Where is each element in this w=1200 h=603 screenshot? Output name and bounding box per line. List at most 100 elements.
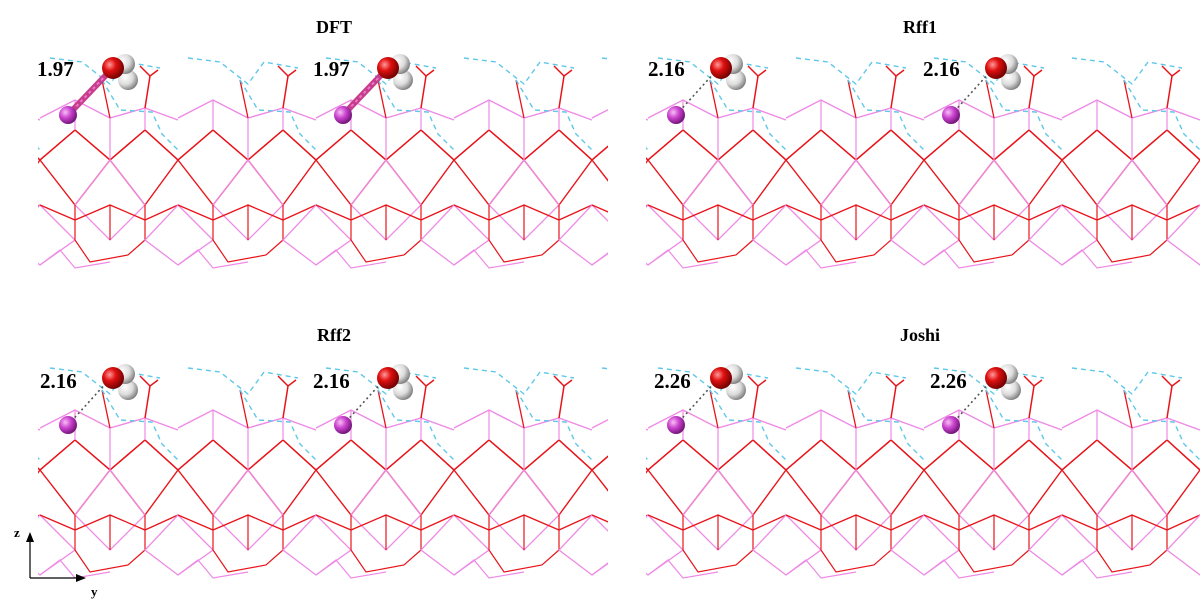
oxygen-bond-row bbox=[38, 157, 41, 161]
metal-bond-row bbox=[591, 108, 608, 119]
adsorbed-water-1 bbox=[59, 364, 138, 434]
unit-cell bbox=[1028, 57, 1200, 269]
hydrogen-atom bbox=[118, 70, 138, 90]
surface-hydroxyl bbox=[709, 389, 719, 429]
oxygen-bond-diamond bbox=[646, 157, 649, 164]
surface-hydroxyl bbox=[1166, 69, 1181, 109]
rff2-distance-label-1: 2.16 bbox=[40, 369, 77, 393]
metal-bond-row bbox=[647, 559, 719, 579]
oxygen-bond-row bbox=[647, 439, 787, 471]
surface-hydroxyl bbox=[1161, 65, 1173, 77]
oxygen-bond-diamond bbox=[177, 439, 249, 517]
hydrogen-atom bbox=[726, 70, 746, 90]
hydrogen-atom bbox=[726, 380, 746, 400]
oxygen-bond-diamond bbox=[247, 129, 317, 207]
oxygen-bond-row bbox=[1061, 129, 1200, 161]
surface-hydroxyl bbox=[1023, 375, 1035, 387]
hydrogen-bond bbox=[325, 367, 437, 395]
oxygen-bond-diamond bbox=[1061, 129, 1133, 207]
metal-bond-diamond bbox=[1166, 514, 1200, 576]
hydrogen-atom bbox=[118, 380, 138, 400]
y-arrowhead bbox=[76, 574, 86, 582]
surface-hydroxyl bbox=[515, 79, 525, 119]
oxygen-bond-row bbox=[0, 550, 7, 572]
joshi-distance-label-1: 2.26 bbox=[654, 369, 691, 393]
oxygen-bond-diamond bbox=[109, 129, 179, 207]
oxygen-bond-diamond bbox=[39, 129, 111, 207]
unit-cell bbox=[890, 367, 1063, 579]
metal-water-bond-highlight bbox=[67, 71, 110, 116]
oxygen-bond-diamond bbox=[646, 467, 649, 474]
oxygen-bond-diamond bbox=[785, 439, 857, 517]
oxygen-bond-row bbox=[591, 145, 608, 161]
unit-cell bbox=[646, 57, 787, 269]
oxygen-bond-row bbox=[0, 240, 7, 262]
oxygen-bond-row bbox=[627, 550, 697, 572]
surface-hydroxyl bbox=[282, 379, 297, 419]
oxygen-bond-diamond bbox=[717, 129, 787, 207]
metal-bond-row bbox=[923, 249, 995, 269]
metal-bond-row bbox=[38, 118, 41, 121]
oxygen-bond-diamond bbox=[785, 129, 857, 207]
z-axis-label: z bbox=[14, 525, 20, 540]
crystal-slab bbox=[646, 57, 1200, 269]
surface-hydroxyl bbox=[890, 69, 905, 109]
oxygen-bond-row bbox=[923, 129, 1063, 161]
panels-layer bbox=[0, 54, 1200, 579]
panel-title-dft: DFT bbox=[316, 17, 352, 37]
hydrogen-bond bbox=[657, 57, 769, 85]
unit-cell bbox=[0, 376, 41, 572]
hydrogen-atom bbox=[1001, 70, 1021, 90]
surface-hydroxyl bbox=[747, 65, 759, 77]
surface-hydroxyl bbox=[2, 376, 12, 386]
oxygen-bond-row bbox=[453, 204, 593, 221]
metal-bond-row bbox=[1061, 559, 1133, 579]
unit-cell bbox=[752, 57, 925, 269]
oxygen-bond-diamond bbox=[855, 129, 925, 207]
oxygen-bond-diamond bbox=[315, 439, 387, 517]
oxygen-bond-row bbox=[646, 157, 649, 161]
surface-hydroxyl bbox=[615, 380, 628, 418]
oxygen-bond-diamond bbox=[385, 129, 455, 207]
dft-distance-label-1: 1.97 bbox=[37, 57, 74, 81]
surface-hydroxyl bbox=[572, 390, 580, 428]
surface-hydroxyl bbox=[7, 380, 20, 418]
hydrogen-bond bbox=[239, 389, 317, 461]
oxygen-bond-row bbox=[820, 239, 892, 263]
surface-hydroxyl bbox=[847, 79, 857, 119]
oxygen-atom bbox=[102, 57, 124, 79]
hydrogen-bond bbox=[325, 57, 437, 85]
oxygen-bond-row bbox=[39, 129, 179, 161]
coordinate-axes bbox=[26, 532, 86, 582]
oxygen-bond-row bbox=[488, 239, 560, 263]
panel-title-rff2: Rff2 bbox=[317, 325, 351, 345]
rff2-distance-label-2: 2.16 bbox=[313, 369, 350, 393]
hydrogen-bond bbox=[515, 79, 593, 151]
adsorbed-water-1 bbox=[59, 54, 138, 124]
hydrogen-bond bbox=[985, 79, 1063, 151]
metal-bond-row bbox=[453, 559, 525, 579]
surface-hydroxyl bbox=[2, 66, 12, 76]
metal-bond-row bbox=[177, 249, 249, 269]
oxygen-bond-row bbox=[1096, 549, 1168, 573]
metal-bond-row bbox=[1061, 249, 1133, 269]
oxygen-bond-row bbox=[627, 240, 697, 262]
surface-hydroxyl bbox=[515, 389, 525, 429]
metal-atom bbox=[667, 416, 685, 434]
oxygen-bond-row bbox=[647, 204, 787, 221]
oxygen-bond-row bbox=[315, 439, 455, 471]
panel-joshi bbox=[572, 364, 1200, 579]
hydrogen-bond bbox=[49, 57, 161, 85]
oxygen-bond-row bbox=[212, 239, 284, 263]
metal-atom bbox=[334, 106, 352, 124]
surface-hydroxyl bbox=[239, 389, 249, 429]
oxygen-bond-row bbox=[958, 239, 1030, 263]
hydrogen-bond bbox=[1123, 389, 1200, 461]
surface-hydroxyl bbox=[1166, 379, 1181, 419]
hydrogen-bond bbox=[933, 57, 1045, 85]
surface-hydroxyl bbox=[709, 79, 719, 119]
hydrogen-bond bbox=[709, 79, 787, 151]
metal-bond-row bbox=[785, 559, 857, 579]
oxygen-bond-row bbox=[74, 239, 146, 263]
